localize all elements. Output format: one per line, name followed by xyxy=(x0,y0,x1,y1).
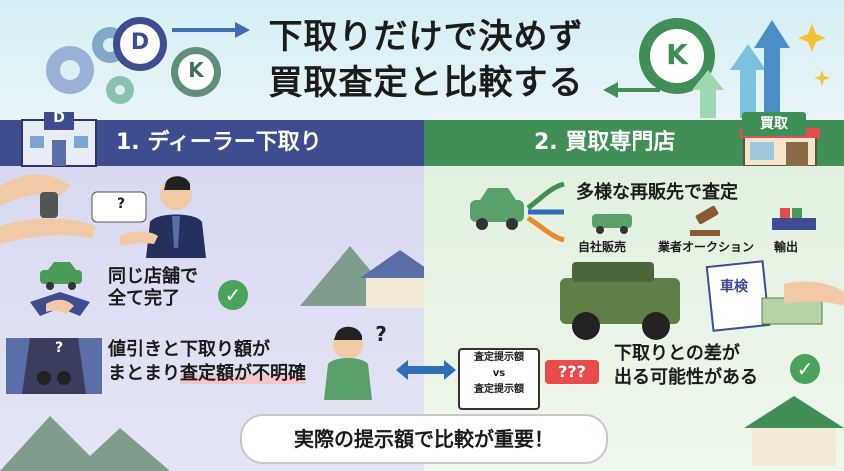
dealer-illustrations xyxy=(0,174,424,471)
thinking-question-icon: ? xyxy=(375,322,387,346)
k-badge-letter: K xyxy=(188,58,204,82)
comparison-card: 査定提示額 vs 査定提示額 xyxy=(458,348,540,410)
ship-icon xyxy=(772,208,816,230)
resale-car-icon xyxy=(470,188,524,230)
question-mark-icon: ? xyxy=(116,196,126,212)
branch-arrows-icon xyxy=(526,181,565,243)
k-badge-icon xyxy=(171,47,221,97)
dealer-point-2-line-1: 値引きと下取り額が xyxy=(108,339,270,360)
k-gear-letter: K xyxy=(666,38,688,71)
dealer-point-1: 同じ店舗で 全て完了 xyxy=(108,266,198,310)
sparkle-icon xyxy=(798,24,830,86)
comparison-card-line-1: 査定提示額 xyxy=(474,352,524,363)
handshake-icon xyxy=(30,292,90,316)
growth-arrows-icon xyxy=(692,20,790,118)
house-icon xyxy=(360,250,424,308)
thinking-man-icon xyxy=(324,326,372,400)
compare-arrow-icon xyxy=(396,360,456,380)
k-gear-icon xyxy=(639,18,715,94)
dealer-title: 1. ディーラー下取り xyxy=(116,130,322,155)
footer-callout: 実際の提示額で比較が重要！ xyxy=(240,414,608,464)
header-decor xyxy=(46,17,830,118)
suv-icon xyxy=(560,262,680,340)
dealer-point-1-line-1: 同じ店舗で xyxy=(108,266,198,287)
handover-keys-icon xyxy=(0,174,96,244)
dealer-point-2-line-2-pre: まとまり xyxy=(108,363,180,384)
shop-sign: 買取 xyxy=(742,112,806,136)
dealer-point-1-line-2: 全て完了 xyxy=(108,288,180,309)
shaken-label: 車検 xyxy=(720,279,748,295)
dealer-building-icon xyxy=(21,112,97,167)
check-icon: ✓ xyxy=(218,280,248,310)
title-line-1: 下取りだけで決めず xyxy=(268,17,584,57)
gear-icon xyxy=(46,27,134,104)
buyer-point-1-line-2: 出る可能性がある xyxy=(614,367,758,388)
own-sales-car-icon xyxy=(592,214,632,234)
page-title: 下取りだけで決めず 買取査定と比較する xyxy=(246,14,606,106)
dealer-point-2: 値引きと下取り額が まとまり査定額が不明確 xyxy=(108,338,306,386)
d-badge-letter: D xyxy=(130,30,150,55)
cash-hand-icon xyxy=(761,281,844,325)
comparison-card-line-2: 査定提示額 xyxy=(474,384,524,395)
resale-title: 多様な再販先で査定 xyxy=(576,182,738,203)
dealer-point-2-line-2: まとまり査定額が不明確 xyxy=(108,362,306,386)
dealer-building-letter: D xyxy=(53,110,65,126)
price-tag: ??? xyxy=(545,360,599,384)
stage-question-icon: ? xyxy=(54,340,64,356)
buyer-illustrations xyxy=(470,181,844,466)
check-icon: ✓ xyxy=(790,354,820,384)
channel-export: 輸出 xyxy=(774,240,799,254)
buyer-point-1: 下取りとの差が 出る可能性がある xyxy=(614,342,758,390)
buyer-title: 2. 買取専門店 xyxy=(534,130,676,155)
title-line-2: 買取査定と比較する xyxy=(268,63,584,103)
comparison-card-vs: vs xyxy=(492,368,506,379)
channel-own-sales: 自社販売 xyxy=(578,240,627,254)
auction-gavel-icon xyxy=(690,205,720,236)
buyer-point-1-line-1: 下取りとの差が xyxy=(614,343,740,364)
car-icon xyxy=(40,262,82,290)
salesman-icon xyxy=(120,176,206,258)
house-right-icon xyxy=(744,396,844,466)
speech-bubble-icon xyxy=(91,191,147,223)
inspection-doc-icon xyxy=(705,260,771,332)
curtain-stage-icon xyxy=(6,338,102,394)
channel-auction: 業者オークション xyxy=(658,240,755,254)
d-badge-icon xyxy=(113,17,167,71)
dealer-point-2-highlight: 査定額が不明確 xyxy=(180,363,306,384)
